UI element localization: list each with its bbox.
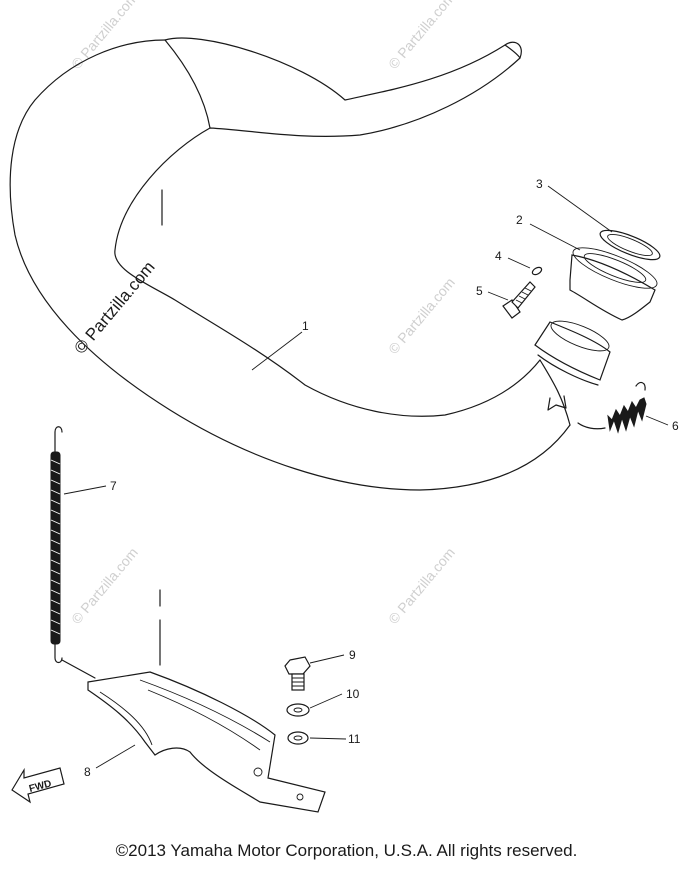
heat-protector xyxy=(87,671,326,813)
callout-numbers: 1 2 3 4 5 6 7 8 9 10 11 xyxy=(84,177,679,779)
callout-8: 8 xyxy=(84,765,91,779)
leader-line-7 xyxy=(63,485,107,495)
short-spring xyxy=(577,381,647,434)
watermark: © Partzilla.com xyxy=(385,0,458,72)
watermark: © Partzilla.com xyxy=(385,544,458,627)
leader-line-9 xyxy=(309,654,345,664)
leader-line-3 xyxy=(547,185,613,233)
leader-line-5 xyxy=(487,291,509,301)
muffler-body xyxy=(9,37,571,666)
callout-3: 3 xyxy=(536,177,543,191)
long-spring xyxy=(50,426,96,679)
lock-washer xyxy=(531,266,543,276)
callout-9: 9 xyxy=(349,648,356,662)
leader-line-6 xyxy=(645,415,669,426)
leader-line-8 xyxy=(95,744,136,769)
watermark: © Partzilla.com xyxy=(385,274,458,357)
gasket-ring xyxy=(599,229,661,261)
watermark: © Partzilla.com xyxy=(68,544,141,627)
callout-5: 5 xyxy=(476,284,483,298)
callout-6: 6 xyxy=(672,419,679,433)
callout-4: 4 xyxy=(495,249,502,263)
callout-1: 1 xyxy=(302,319,309,333)
exhaust-flange xyxy=(569,247,658,321)
callout-7: 7 xyxy=(110,479,117,493)
leader-line-10 xyxy=(309,693,343,709)
callout-10: 10 xyxy=(346,687,360,701)
callout-11: 11 xyxy=(348,732,361,746)
copyright-notice: ©2013 Yamaha Motor Corporation, U.S.A. A… xyxy=(115,841,578,860)
leader-line-1 xyxy=(251,331,303,371)
watermark-group: © Partzilla.com © Partzilla.com © Partzi… xyxy=(68,0,458,627)
leader-line-4 xyxy=(507,257,531,269)
pipe-joint xyxy=(534,320,611,386)
watermark: © Partzilla.com xyxy=(71,258,159,358)
flange-bolt xyxy=(502,281,536,319)
leader-lines xyxy=(63,185,669,769)
leader-line-11 xyxy=(309,737,347,740)
fwd-arrow: FWD xyxy=(11,767,65,804)
plain-washer xyxy=(286,703,310,717)
spring-washer xyxy=(287,731,309,745)
leader-line-2 xyxy=(529,223,581,251)
callout-2: 2 xyxy=(516,213,523,227)
watermark: © Partzilla.com xyxy=(68,0,141,72)
hex-bolt xyxy=(284,656,311,691)
